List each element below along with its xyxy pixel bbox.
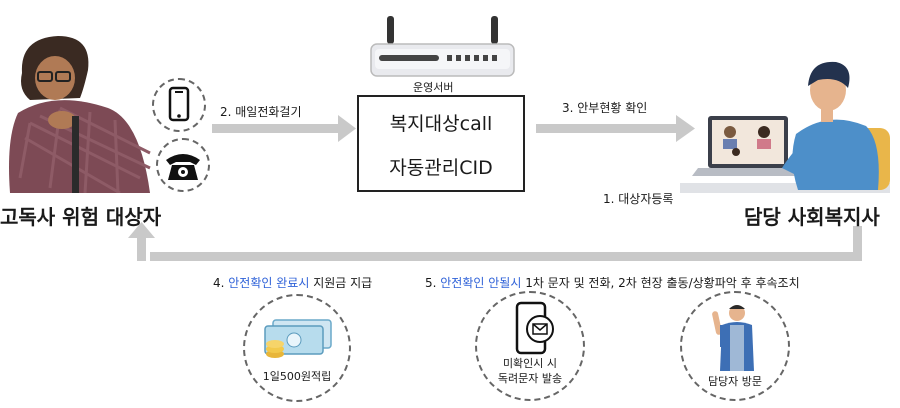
step5-highlight: 안전확인 안될시: [440, 276, 522, 290]
step4-suffix: 지원금 지급: [309, 276, 373, 290]
telephone-icon: [166, 154, 200, 180]
staff-visit-caption: 담당자 방문: [707, 375, 763, 388]
money-icon: [264, 319, 332, 358]
worker-label: 담당 사회복지사: [744, 205, 880, 229]
support-fund-caption: 1일500원적립: [262, 370, 332, 383]
staff-worker-icon: [712, 305, 754, 371]
step2-label: 2. 매일전화걸기: [220, 105, 302, 119]
server-line-cid: 자동관리CID: [389, 157, 493, 179]
step5-label: 5. 안전확인 안될시 1차 문자 및 전화, 2차 현장 출동/상황파악 후 …: [425, 274, 800, 291]
step4-prefix: 4.: [213, 276, 229, 290]
server-box: 복지대상call 자동관리CID: [357, 95, 525, 192]
phone-icon: [168, 86, 190, 122]
server-label: 운영서버: [413, 81, 454, 94]
step1-label: 1. 대상자등록: [603, 192, 674, 206]
arrow-step2: [212, 115, 356, 142]
server-line-call: 복지대상call: [389, 113, 493, 135]
support-fund-circle: 1일500원적립: [243, 294, 351, 402]
reminder-sms-circle: 미확인시 시 독려문자 발송: [475, 291, 585, 401]
elderly-label: 고독사 위험 대상자: [0, 205, 162, 229]
landline-phone-circle: [156, 138, 210, 192]
reminder-sms-caption-line2: 독려문자 발송: [497, 372, 563, 385]
step5-prefix: 5.: [425, 276, 441, 290]
reminder-sms-caption-line1: 미확인시 시: [502, 357, 558, 370]
smartphone-message-icon: [515, 301, 554, 355]
arrow-return: [128, 222, 862, 261]
arrow-step3: [536, 115, 695, 142]
step5-suffix: 1차 문자 및 전화, 2차 현장 출동/상황파악 후 후속조치: [521, 276, 800, 290]
mobile-phone-circle: [152, 78, 206, 132]
elderly-person-illustration: [9, 36, 151, 193]
step4-highlight: 안전확인 완료시: [228, 276, 310, 290]
step3-label: 3. 안부현황 확인: [562, 101, 648, 115]
router-icon: [370, 16, 515, 77]
social-worker-illustration: [680, 61, 890, 193]
staff-visit-circle: 담당자 방문: [680, 291, 790, 401]
step4-label: 4. 안전확인 완료시 지원금 지급: [213, 274, 372, 291]
